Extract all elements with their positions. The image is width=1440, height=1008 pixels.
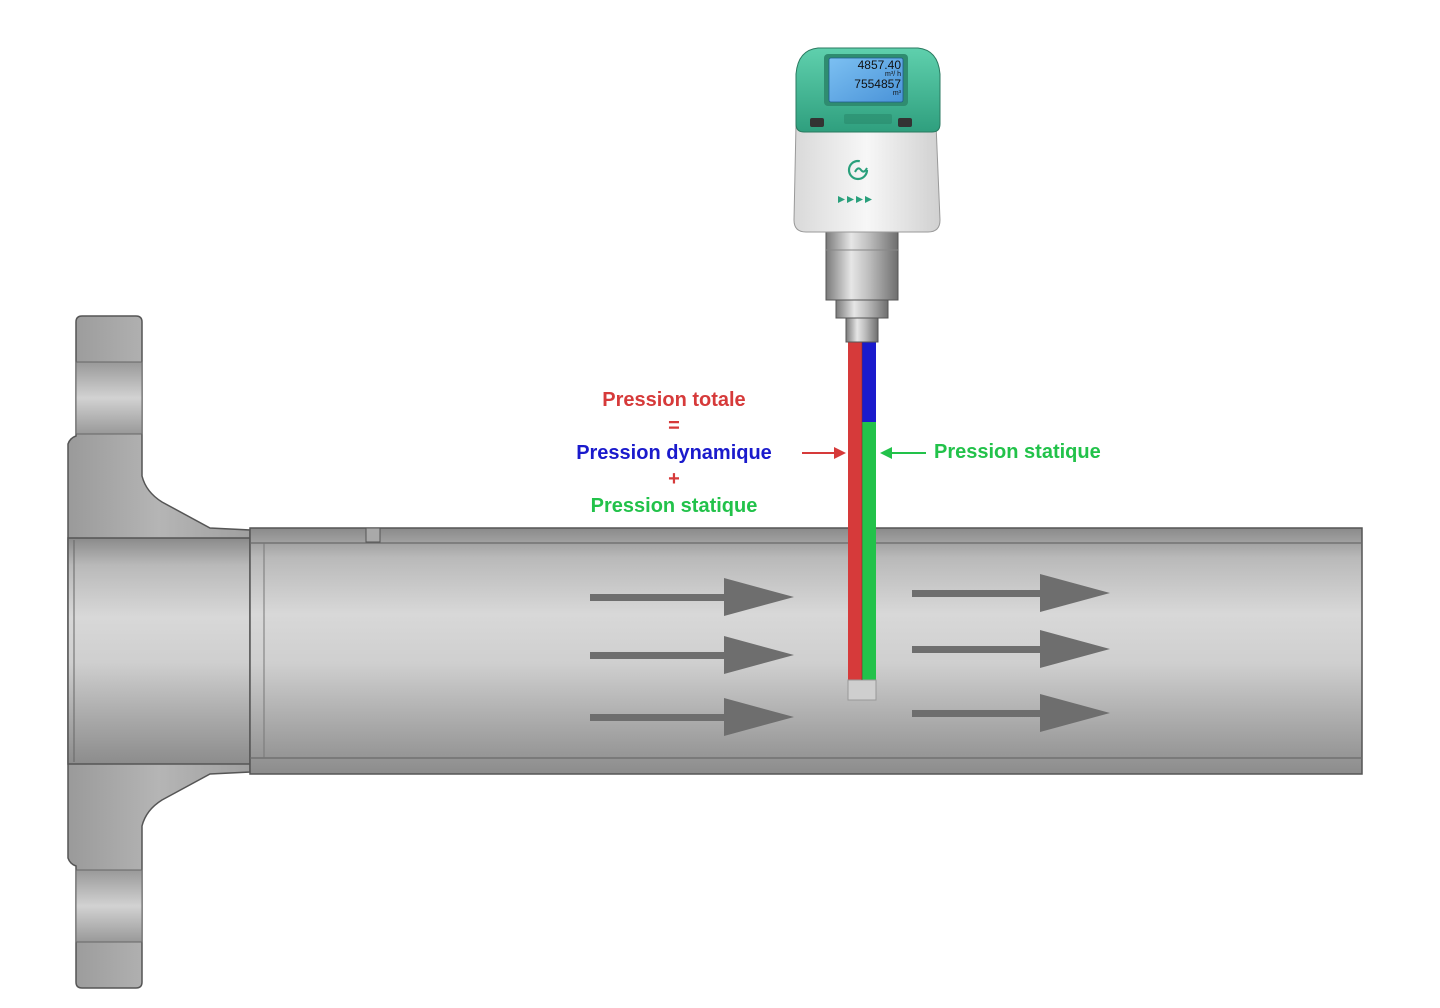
- screw: [810, 118, 824, 127]
- bolt-hole-top: [75, 361, 143, 435]
- label-plus: +: [668, 468, 680, 490]
- label-pression-totale: Pression totale: [602, 389, 746, 411]
- label-pression-statique-right: Pression statique: [934, 441, 1101, 463]
- pipe: [249, 527, 1363, 775]
- flow-arrow: [912, 574, 1110, 612]
- label-equals: =: [668, 415, 680, 437]
- flow-arrow: [590, 698, 794, 736]
- flow-arrow: [590, 636, 794, 674]
- cs-logo-icon: [847, 159, 869, 181]
- label-pression-dynamique: Pression dynamique: [576, 442, 772, 464]
- sensor-head: [793, 47, 941, 233]
- play-arrows-icon: [838, 196, 872, 203]
- lcd-line2-unit: m³: [892, 90, 901, 97]
- pipe-nub: [365, 527, 381, 543]
- flow-arrow: [912, 694, 1110, 732]
- flow-arrows: [590, 574, 1110, 736]
- screw: [898, 118, 912, 127]
- flange: [67, 315, 251, 989]
- lcd-line1-value: 4857.40: [857, 58, 901, 72]
- total-pressure-arrow: [802, 447, 846, 459]
- static-pressure-arrow: [880, 447, 926, 459]
- flow-arrow: [590, 578, 794, 616]
- label-pression-statique-bottom: Pression statique: [590, 495, 758, 517]
- flow-arrow: [912, 630, 1110, 668]
- lcd-screen: [828, 57, 904, 103]
- lcd-line2-value: 7554857: [854, 77, 901, 91]
- lcd-line1-unit: m³/ h: [885, 71, 901, 78]
- bolt-hole-bottom: [75, 869, 143, 943]
- sensor-stem: [825, 231, 899, 343]
- sensor-probe: [847, 340, 877, 701]
